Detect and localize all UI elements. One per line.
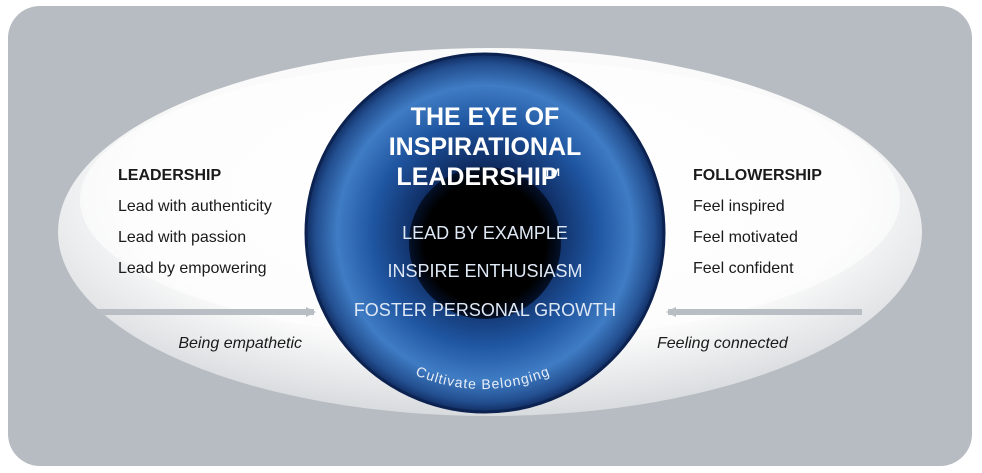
followership-heading: FOLLOWERSHIP	[693, 167, 822, 184]
leadership-item: Lead by empowering	[118, 260, 267, 277]
leadership-item: Lead with authenticity	[118, 198, 272, 215]
followership-item: Feel confident	[693, 260, 794, 277]
leadership-heading: LEADERSHIP	[118, 167, 221, 184]
title-line-1: THE EYE OF	[411, 103, 560, 131]
right-arrow-label: Feeling connected	[657, 335, 789, 352]
title-line-2: INSPIRATIONAL	[389, 133, 582, 161]
title-line-3: LEADERSHIP	[396, 163, 557, 191]
followership-item: Feel inspired	[693, 198, 785, 215]
leadership-item: Lead with passion	[118, 229, 246, 246]
left-arrow-label: Being empathetic	[178, 335, 302, 352]
center-item-foster-personal-growth: FOSTER PERSONAL GROWTH	[354, 300, 616, 320]
iris-rim	[304, 52, 666, 414]
followership-item: Feel motivated	[693, 229, 798, 246]
trademark-mark: TM	[544, 167, 560, 179]
center-item-inspire-enthusiasm: INSPIRE ENTHUSIASM	[387, 261, 582, 281]
center-item-lead-by-example: LEAD BY EXAMPLE	[402, 223, 568, 243]
pupil	[409, 167, 561, 319]
